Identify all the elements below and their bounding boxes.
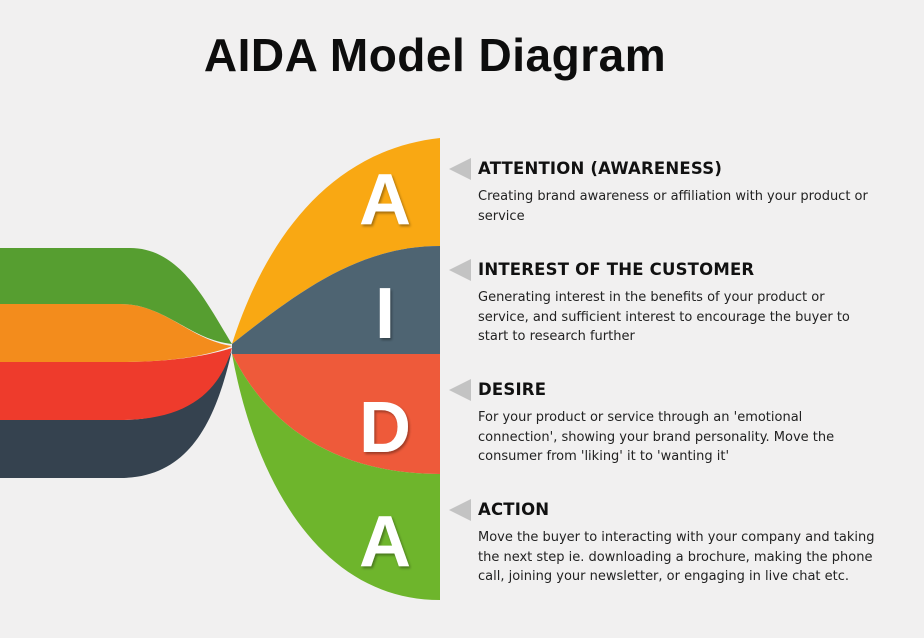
page-title: AIDA Model Diagram xyxy=(203,29,667,81)
segment-action xyxy=(232,354,440,600)
stage-desire: DESIRE For your product or service throu… xyxy=(478,380,878,467)
pointer-arrow-icon xyxy=(449,379,471,401)
stage-description: Generating interest in the benefits of y… xyxy=(478,290,850,344)
ribbon-navy xyxy=(0,350,232,478)
pointer-arrow-icon xyxy=(449,259,471,281)
stage-heading: ACTION xyxy=(478,500,550,519)
ribbon-red xyxy=(0,348,232,420)
segment-interest xyxy=(232,246,440,354)
segment-desire xyxy=(232,354,440,474)
stage-description: Move the buyer to interacting with your … xyxy=(478,530,875,584)
stage-interest: INTEREST OF THE CUSTOMER Generating inte… xyxy=(478,260,878,347)
stage-description: Creating brand awareness or affiliation … xyxy=(478,189,868,224)
pointer-arrow-icon xyxy=(449,499,471,521)
letter-attention: A xyxy=(359,160,411,240)
stage-heading: DESIRE xyxy=(478,380,547,399)
letter-interest: I xyxy=(375,274,395,354)
pointer-arrow-icon xyxy=(449,158,471,180)
letter-desire: D xyxy=(359,388,411,468)
stage-attention: ATTENTION (AWARENESS) Creating brand awa… xyxy=(478,159,878,226)
letter-action: A xyxy=(359,502,411,582)
stage-heading: ATTENTION (AWARENESS) xyxy=(478,159,723,178)
stage-heading: INTEREST OF THE CUSTOMER xyxy=(478,260,755,279)
stage-description: For your product or service through an '… xyxy=(478,410,835,464)
stage-action: ACTION Move the buyer to interacting wit… xyxy=(478,500,878,587)
segment-attention xyxy=(232,138,440,344)
ribbon-orange xyxy=(0,304,232,362)
ribbon-green xyxy=(0,248,232,344)
